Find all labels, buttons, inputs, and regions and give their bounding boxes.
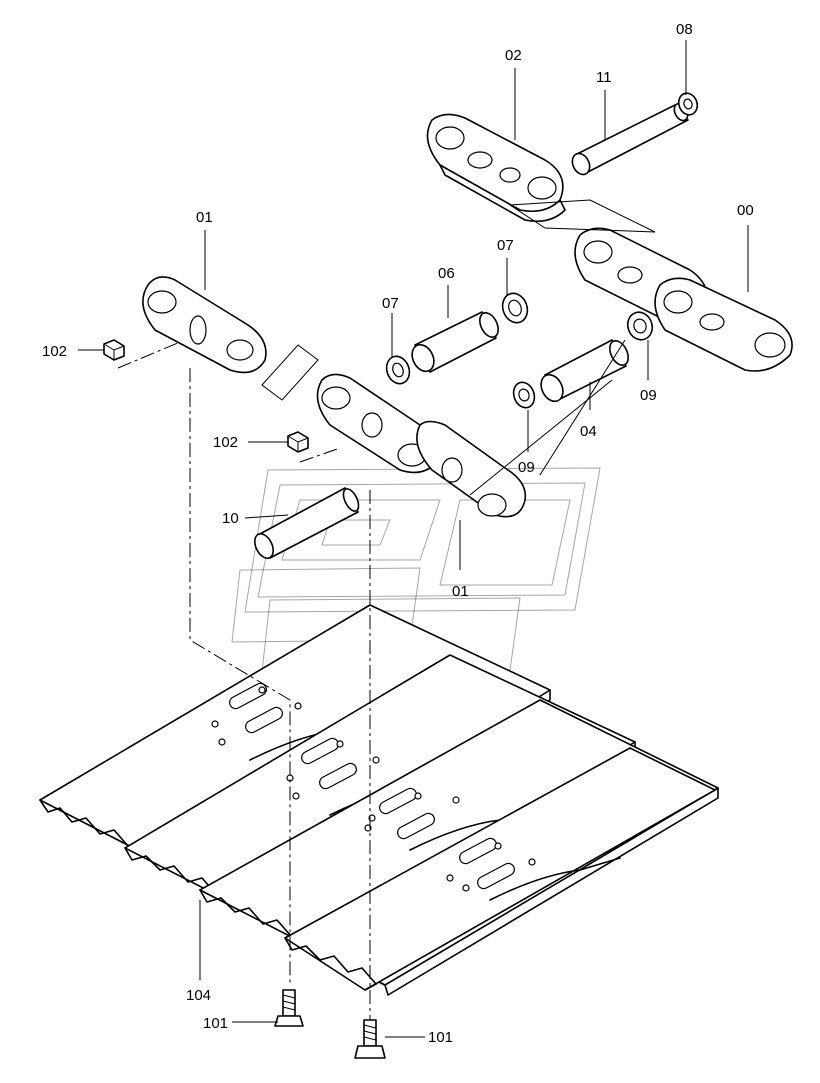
assembly-center-lines [117,339,371,1020]
bushing-06 [411,311,499,373]
callout-08: 08 [676,21,693,38]
callout-10: 10 [222,510,239,527]
retainer-ring-08 [677,92,699,116]
bushing-04 [540,339,629,403]
seal-09-mid [512,381,536,409]
callout-01-bottom: 01 [452,583,469,600]
leader-lines [78,40,749,1038]
callout-102-mid: 102 [213,434,238,451]
nut-102-mid [287,431,309,453]
bolt-101-right [354,1019,386,1059]
callout-09-right: 09 [640,387,657,404]
callout-00: 00 [737,202,754,219]
track-link-02 [426,113,566,223]
callout-02: 02 [505,47,522,64]
callout-11: 11 [596,69,612,86]
callout-09-mid: 09 [518,459,535,476]
callout-07-right: 07 [497,237,514,254]
callout-102-top: 102 [42,343,67,360]
callout-07-left: 07 [382,295,399,312]
nut-102-top [103,339,125,361]
track-pin-10 [254,487,360,559]
callout-06: 06 [438,265,455,282]
link-outline-sketches [261,199,656,401]
track-shoe-4 [284,747,716,991]
callout-104: 104 [186,987,211,1004]
seal-07-right [501,292,529,324]
track-link-01-center [316,373,527,518]
bolt-101-left [274,989,304,1027]
track-link-01-top [142,276,267,374]
callout-04: 04 [580,423,597,440]
seal-09-right [626,311,654,341]
master-link-00 [574,227,793,372]
callout-01-top: 01 [196,209,213,226]
callout-labels: 00 01 01 02 04 06 07 07 08 09 09 10 11 1… [42,21,754,1046]
callout-101-left: 101 [203,1015,228,1032]
callout-101-right: 101 [428,1029,453,1046]
track-pin-11 [571,102,689,176]
seal-07-left [385,355,411,385]
